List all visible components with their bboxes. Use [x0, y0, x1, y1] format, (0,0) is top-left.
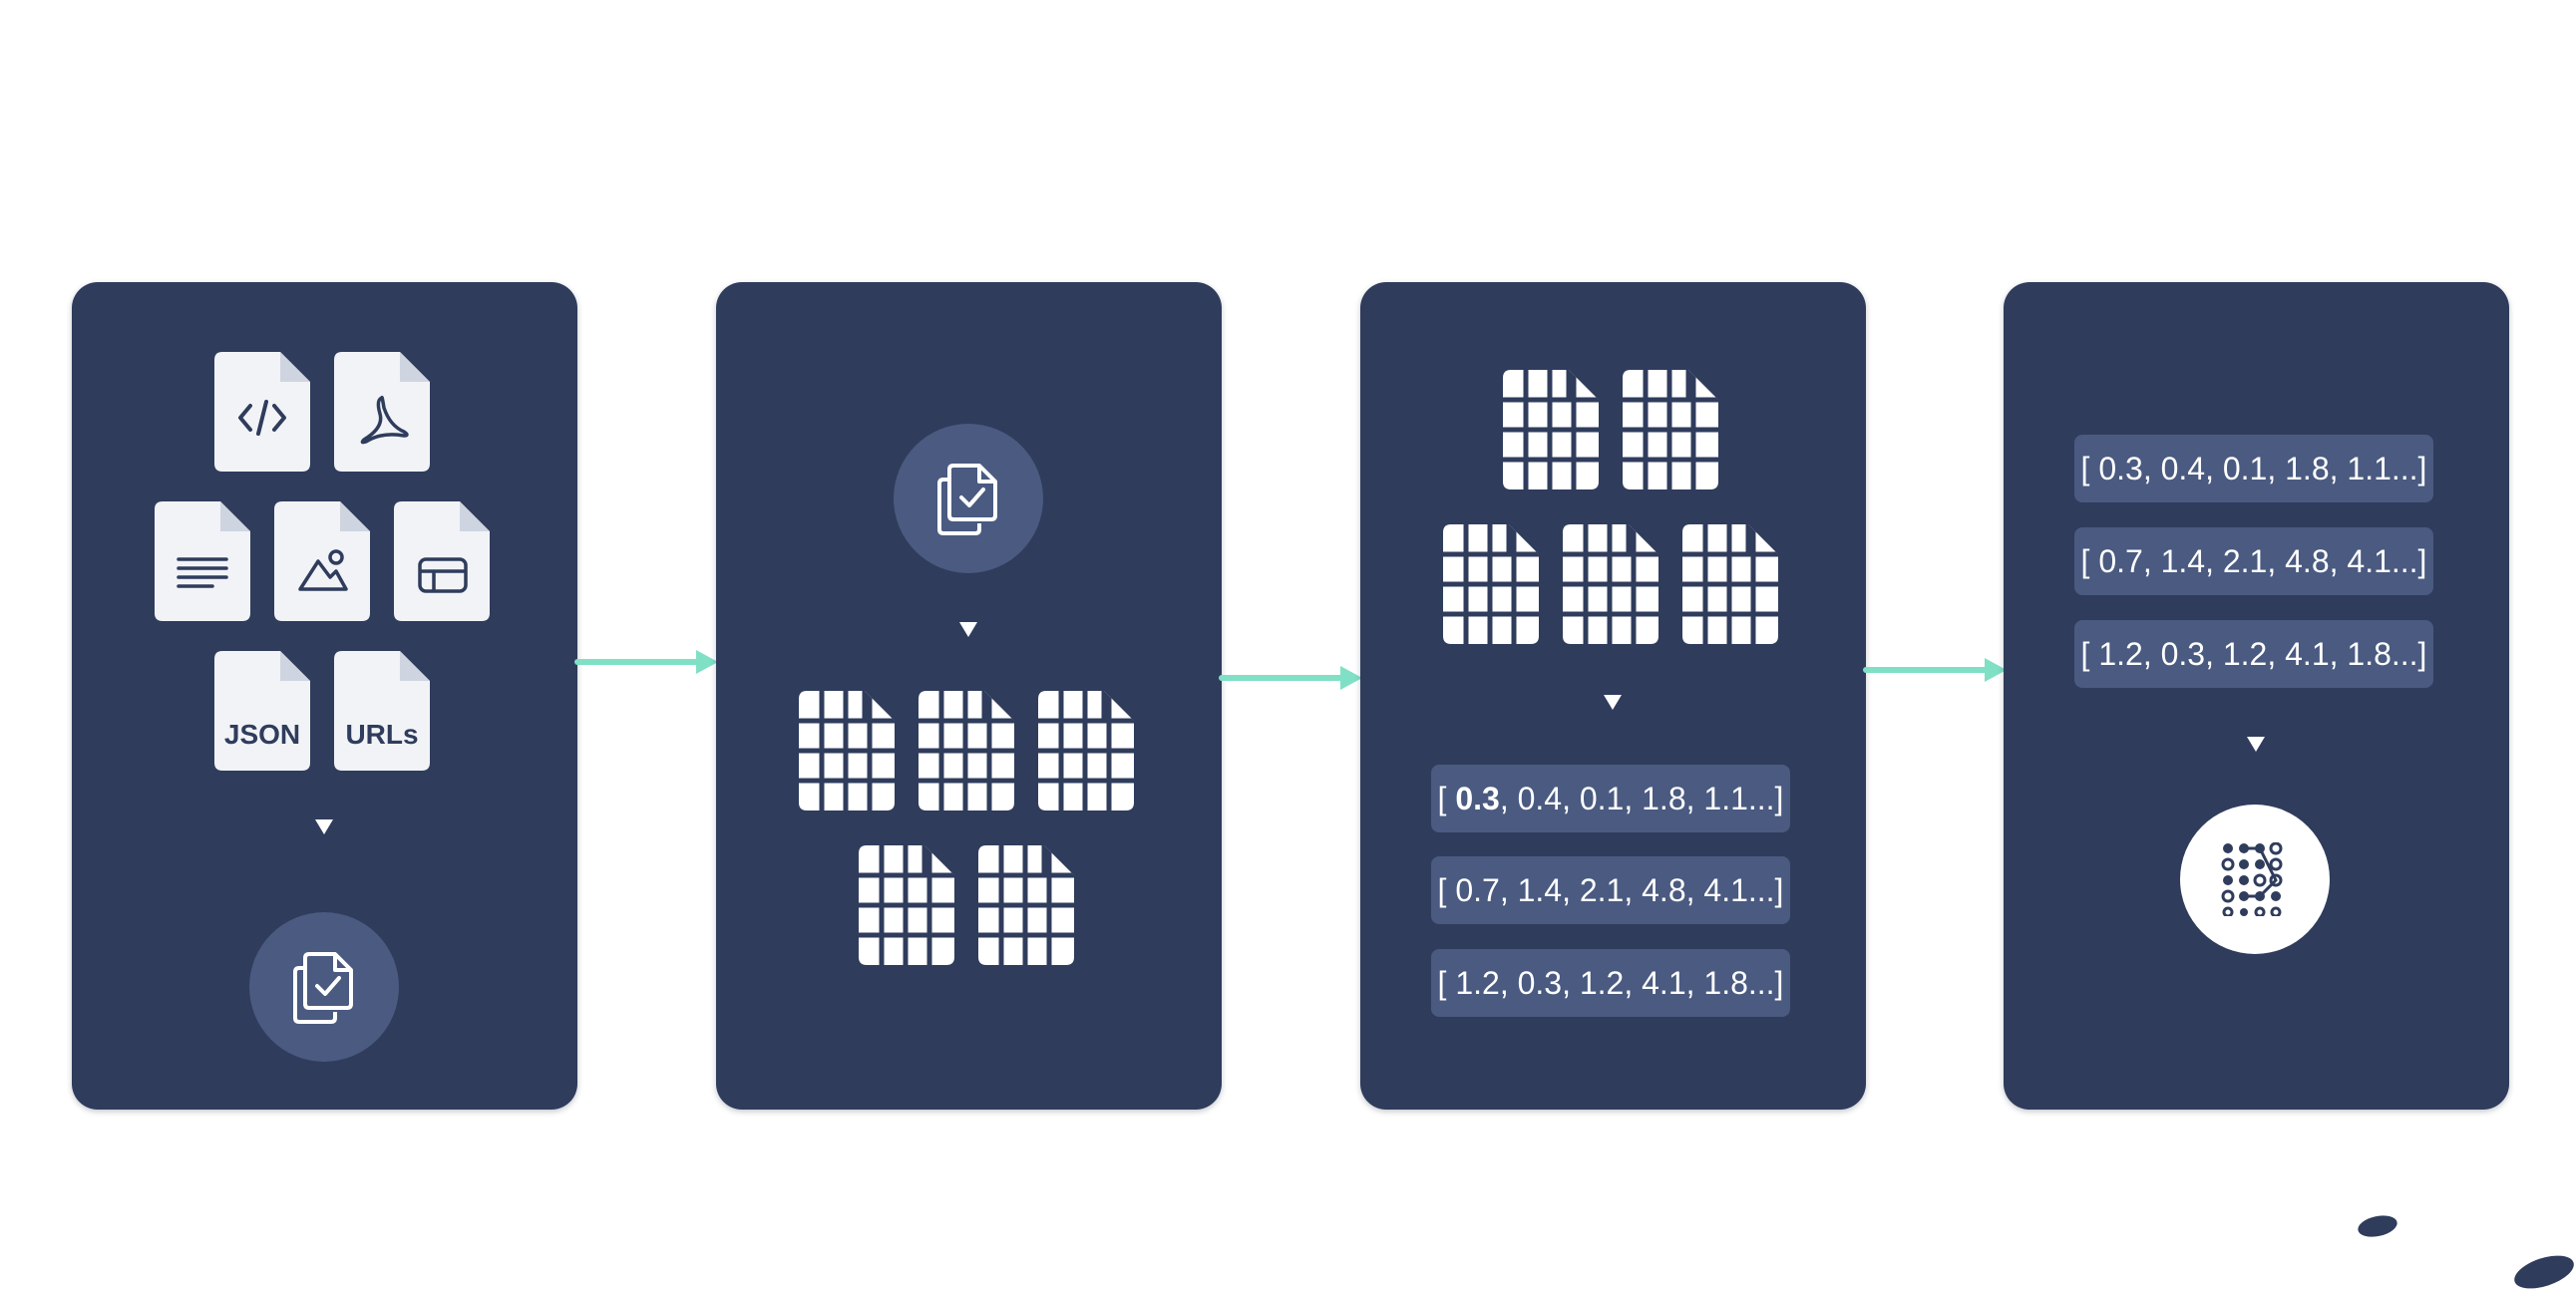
decorative-blob: [2510, 1249, 2576, 1295]
grid-chunk-icon: [1682, 524, 1778, 644]
stage-panel-embedding: [ 0.3, 0.4, 0.1, 1.8, 1.1...] [ 0.7, 1.4…: [1360, 282, 1866, 1110]
flow-arrow-2: [1219, 675, 1352, 681]
decorative-blob: [2356, 1212, 2399, 1240]
flow-arrow-1: [574, 659, 708, 665]
stage-panel-sources: JSON URLs: [72, 282, 577, 1110]
pdf-file-icon: [334, 352, 430, 472]
grid-chunk-icon: [1503, 370, 1599, 489]
arrow-head-icon: [1985, 658, 2007, 682]
stage-panel-storage: [ 0.3, 0.4, 0.1, 1.8, 1.1...] [ 0.7, 1.4…: [2004, 282, 2509, 1110]
vector-pill: [ 1.2, 0.3, 1.2, 4.1, 1.8...]: [1431, 949, 1790, 1017]
table-file-icon: [394, 501, 490, 621]
json-label: JSON: [223, 719, 301, 750]
vector-pill: [ 0.3, 0.4, 0.1, 1.8, 1.1...]: [2074, 435, 2433, 502]
copy-check-icon: [249, 912, 399, 1062]
code-file-icon: [214, 352, 310, 472]
grid-chunk-icon: [799, 691, 895, 810]
grid-chunk-icon: [919, 691, 1014, 810]
flow-arrow-3: [1863, 667, 1996, 673]
grid-chunk-icon: [978, 845, 1074, 965]
grid-chunk-icon: [859, 845, 954, 965]
vector-pill: [ 0.3, 0.4, 0.1, 1.8, 1.1...]: [1431, 765, 1790, 832]
grid-chunk-icon: [1623, 370, 1718, 489]
text-file-icon: [155, 501, 250, 621]
down-triangle-icon: [1604, 695, 1622, 710]
copy-check-icon: [894, 424, 1043, 573]
urls-label: URLs: [345, 719, 419, 750]
grid-chunk-icon: [1443, 524, 1539, 644]
stage-panel-chunking: [716, 282, 1222, 1110]
down-triangle-icon: [959, 622, 977, 637]
vector-pill: [ 0.7, 1.4, 2.1, 4.8, 4.1...]: [2074, 527, 2433, 595]
urls-file-icon: URLs: [334, 651, 430, 771]
arrow-head-icon: [696, 650, 718, 674]
vector-database-icon: [2180, 805, 2330, 954]
vector-pill: [ 1.2, 0.3, 1.2, 4.1, 1.8...]: [2074, 620, 2433, 688]
down-triangle-icon: [2247, 737, 2265, 752]
json-file-icon: JSON: [214, 651, 310, 771]
down-triangle-icon: [315, 819, 333, 834]
vector-pill: [ 0.7, 1.4, 2.1, 4.8, 4.1...]: [1431, 856, 1790, 924]
arrow-head-icon: [1340, 666, 1362, 690]
image-file-icon: [274, 501, 370, 621]
grid-chunk-icon: [1038, 691, 1134, 810]
grid-chunk-icon: [1563, 524, 1658, 644]
